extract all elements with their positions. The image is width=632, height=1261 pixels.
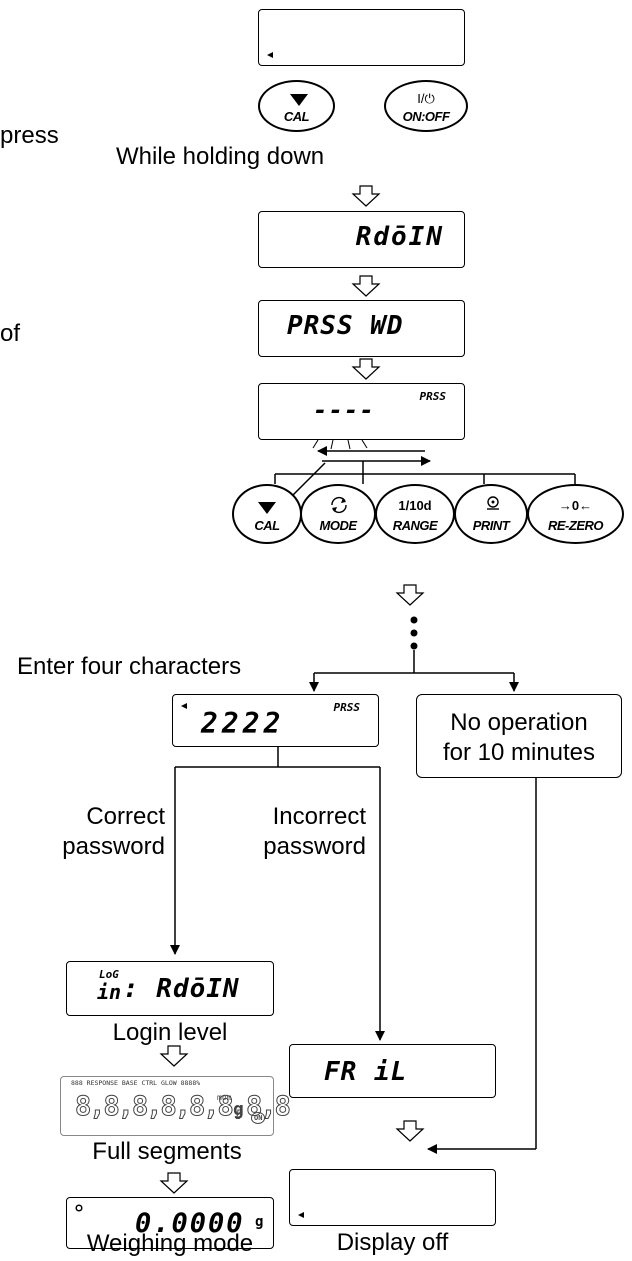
down-triangle-icon bbox=[258, 502, 276, 514]
blinking-dashes: ---- bbox=[313, 396, 375, 424]
display-admin: RdōIN bbox=[258, 211, 465, 268]
full-seg-on: ON bbox=[251, 1112, 266, 1124]
display-login: LoG in : RdōIN bbox=[66, 961, 274, 1016]
weighing-mode-label: Weighing mode bbox=[86, 1230, 254, 1257]
mode-key-label: MODE bbox=[319, 518, 358, 533]
cal-key-label: CAL bbox=[254, 518, 280, 533]
enter-four-label: Enter four characters bbox=[17, 653, 242, 680]
triangle-cursor-icon bbox=[298, 1212, 304, 1218]
onoff-key-top[interactable]: I/⏻ ON:OFF bbox=[384, 80, 468, 132]
display-blank-top bbox=[258, 9, 465, 66]
correct-label-2: password bbox=[62, 833, 165, 860]
cal-key[interactable]: CAL bbox=[232, 484, 302, 544]
login-prefix-top: LoG bbox=[99, 968, 119, 981]
range-key-label: RANGE bbox=[392, 518, 438, 533]
hollow-arrow bbox=[352, 185, 380, 207]
display-full-segments: 888 RESPONSE BASE CTRL GLOW 8888% 8,8,8,… bbox=[60, 1076, 291, 1136]
down-triangle-icon bbox=[290, 94, 308, 106]
display-admin-text: RdōIN bbox=[355, 222, 444, 252]
power-icon: I/⏻ bbox=[417, 91, 435, 106]
display-fail: FR iL bbox=[289, 1044, 496, 1098]
login-level-label: Login level bbox=[112, 1019, 228, 1046]
correct-label-1: Correct bbox=[86, 803, 165, 830]
print-icon bbox=[487, 496, 499, 510]
display-password-entry: PRSS ---- bbox=[258, 383, 465, 440]
rezero-icon: →0← bbox=[558, 498, 593, 513]
cal-key-top[interactable]: CAL bbox=[258, 80, 335, 132]
cal-key-label: CAL bbox=[283, 109, 310, 124]
hollow-arrow bbox=[160, 1172, 188, 1194]
triangle-cursor-icon bbox=[267, 52, 273, 58]
full-segments-label: Full segments bbox=[92, 1138, 242, 1165]
mode-key[interactable]: MODE bbox=[300, 484, 376, 544]
full-seg-unit: g bbox=[233, 1099, 244, 1120]
range-key-top: 1/10d bbox=[398, 498, 432, 513]
while-holding-label: While holding down bbox=[116, 143, 325, 170]
cycle-icon bbox=[331, 496, 347, 514]
press-label: press bbox=[0, 122, 59, 149]
weighing-value: 0.0000 bbox=[135, 1208, 245, 1239]
pass-indicator: PRSS bbox=[333, 701, 361, 714]
rezero-key[interactable]: →0← RE-ZERO bbox=[527, 484, 624, 544]
stability-mark-icon bbox=[75, 1204, 83, 1212]
display-entered: 2222 PRSS bbox=[172, 694, 379, 747]
triangle-cursor-icon bbox=[181, 703, 187, 709]
no-operation-text-1: No operation bbox=[450, 709, 588, 736]
print-key[interactable]: PRINT bbox=[454, 484, 528, 544]
display-weighing: 0.0000 g bbox=[66, 1197, 274, 1249]
login-value: : RdōIN bbox=[123, 974, 240, 1004]
incorrect-label-2: password bbox=[263, 833, 366, 860]
display-off bbox=[289, 1169, 496, 1226]
full-seg-mom: mom bbox=[217, 1093, 232, 1102]
display-pass-wd-text: PRSS WD bbox=[287, 311, 404, 341]
hollow-arrow bbox=[352, 358, 380, 380]
weighing-unit: g bbox=[255, 1214, 264, 1230]
hollow-arrow bbox=[160, 1045, 188, 1067]
hollow-arrow bbox=[396, 1120, 424, 1142]
no-operation-box: No operation for 10 minutes bbox=[416, 694, 622, 778]
hollow-arrow bbox=[396, 584, 424, 606]
of-label: of bbox=[0, 320, 21, 347]
range-key[interactable]: 1/10d RANGE bbox=[375, 484, 455, 544]
incorrect-label-1: Incorrect bbox=[272, 803, 366, 830]
onoff-key-label: ON:OFF bbox=[402, 109, 450, 124]
rezero-key-label: RE-ZERO bbox=[548, 518, 604, 533]
display-off-label: Display off bbox=[336, 1229, 449, 1256]
full-seg-top: 888 RESPONSE BASE CTRL GLOW 8888% bbox=[71, 1079, 201, 1087]
print-key-label: PRINT bbox=[472, 518, 510, 533]
no-operation-text-2: for 10 minutes bbox=[442, 739, 596, 766]
hollow-arrow bbox=[352, 275, 380, 297]
pass-indicator: PRSS bbox=[419, 390, 447, 403]
entered-digits: 2222 bbox=[201, 707, 285, 740]
display-pass-wd: PRSS WD bbox=[258, 300, 465, 357]
fail-text: FR iL bbox=[324, 1057, 408, 1087]
login-prefix-bottom: in bbox=[97, 980, 122, 1004]
